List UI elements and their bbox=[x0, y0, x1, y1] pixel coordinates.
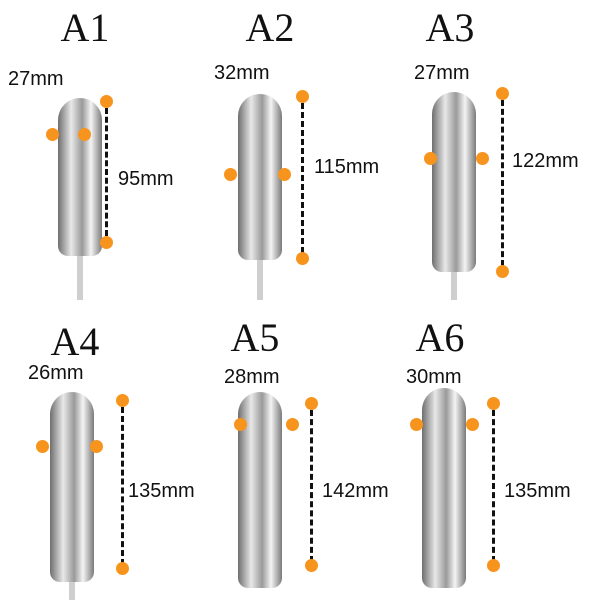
length-label: 135mm bbox=[128, 480, 195, 502]
length-label: 95mm bbox=[118, 168, 174, 190]
width-marker-dot bbox=[90, 440, 103, 453]
length-marker-dot bbox=[296, 252, 309, 265]
length-marker-dot bbox=[100, 95, 113, 108]
product-cell-a6: A6 30mm 135mm bbox=[400, 300, 600, 600]
width-marker-dot bbox=[466, 418, 479, 431]
product-cell-a5: A5 28mm 142mm bbox=[200, 300, 400, 600]
product-cell-a3: A3 27mm 122mm bbox=[400, 0, 600, 300]
length-marker-dot bbox=[487, 397, 500, 410]
model-label: A5 bbox=[230, 315, 280, 360]
width-marker-dot bbox=[36, 440, 49, 453]
product-image-placeholder bbox=[58, 98, 102, 256]
width-label: 27mm bbox=[414, 62, 470, 84]
width-marker-dot bbox=[234, 418, 247, 431]
product-image-placeholder bbox=[432, 92, 476, 272]
width-marker-dot bbox=[46, 128, 59, 141]
cord bbox=[451, 272, 457, 300]
cord bbox=[69, 582, 75, 600]
length-dashed-line bbox=[310, 410, 313, 562]
length-dashed-line bbox=[492, 410, 495, 562]
model-label: A3 bbox=[425, 5, 475, 50]
width-marker-dot bbox=[278, 168, 291, 181]
length-label: 115mm bbox=[314, 156, 380, 178]
length-marker-dot bbox=[100, 236, 113, 249]
model-label: A4 bbox=[50, 319, 100, 364]
length-marker-dot bbox=[296, 90, 309, 103]
length-dashed-line bbox=[301, 103, 304, 253]
model-label: A2 bbox=[245, 5, 295, 50]
width-label: 30mm bbox=[406, 366, 462, 388]
model-label: A1 bbox=[60, 5, 110, 50]
width-label: 28mm bbox=[224, 366, 280, 388]
model-label: A6 bbox=[415, 315, 465, 360]
cord bbox=[77, 256, 83, 300]
length-label: 142mm bbox=[322, 480, 389, 502]
product-cell-a2: A2 32mm 115mm bbox=[200, 0, 400, 300]
width-label: 32mm bbox=[214, 62, 270, 84]
cord bbox=[257, 260, 263, 300]
length-dashed-line bbox=[105, 108, 108, 236]
width-marker-dot bbox=[78, 128, 91, 141]
length-label: 135mm bbox=[504, 480, 571, 502]
length-marker-dot bbox=[496, 265, 509, 278]
width-label: 26mm bbox=[28, 362, 84, 384]
product-cell-a4: A4 26mm 135mm bbox=[0, 300, 200, 600]
length-dashed-line bbox=[501, 100, 504, 266]
length-marker-dot bbox=[305, 559, 318, 572]
product-image-placeholder bbox=[50, 392, 94, 582]
width-label: 27mm bbox=[8, 68, 64, 90]
width-marker-dot bbox=[476, 152, 489, 165]
length-marker-dot bbox=[305, 397, 318, 410]
product-image-placeholder bbox=[238, 94, 282, 260]
length-label: 122mm bbox=[512, 150, 579, 172]
width-marker-dot bbox=[424, 152, 437, 165]
product-cell-a1: A1 27mm 95mm bbox=[0, 0, 200, 300]
length-marker-dot bbox=[496, 87, 509, 100]
width-marker-dot bbox=[286, 418, 299, 431]
length-marker-dot bbox=[116, 394, 129, 407]
length-marker-dot bbox=[116, 562, 129, 575]
width-marker-dot bbox=[410, 418, 423, 431]
width-marker-dot bbox=[224, 168, 237, 181]
length-dashed-line bbox=[121, 407, 124, 565]
length-marker-dot bbox=[487, 559, 500, 572]
product-image-placeholder bbox=[422, 388, 466, 588]
